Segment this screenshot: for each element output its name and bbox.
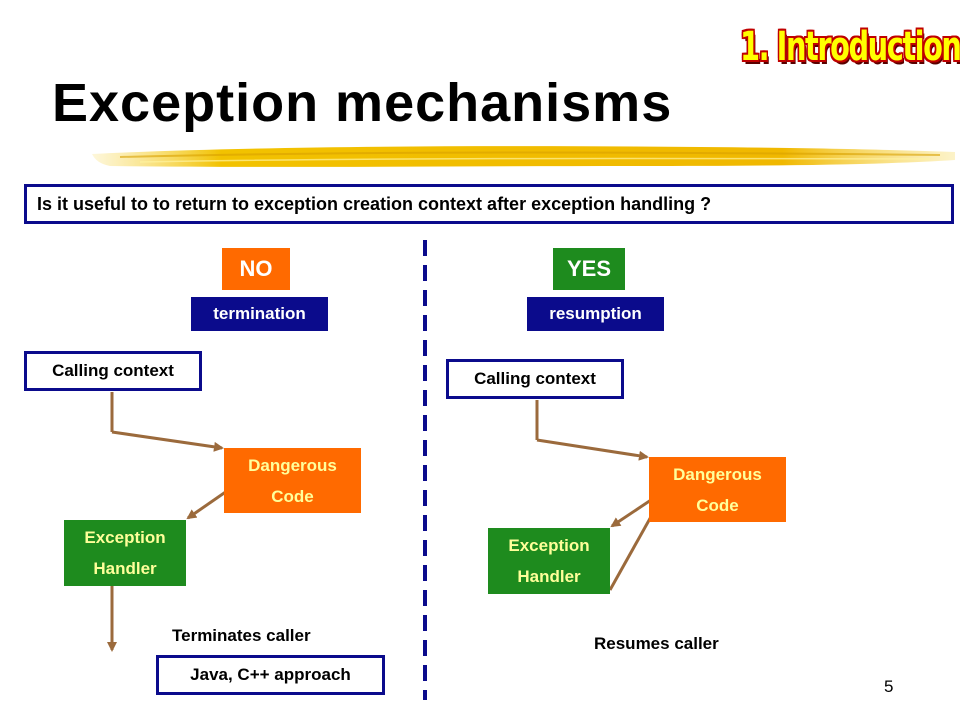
left-exception-handler-box: Exception Handler xyxy=(64,520,186,586)
left-handler-line1: Exception xyxy=(84,528,166,547)
right-dangerous-line1: Dangerous xyxy=(673,464,762,484)
right-exception-handler-box: Exception Handler xyxy=(488,528,610,594)
right-calling-context-label: Calling context xyxy=(474,369,596,388)
left-dangerous-line2: Code xyxy=(271,486,314,506)
resumes-caller-caption: Resumes caller xyxy=(594,634,719,653)
left-handler-line2: Handler xyxy=(93,559,157,578)
right-handler-line1: Exception xyxy=(508,536,590,555)
section-tag: 1. Introduction xyxy=(740,24,960,70)
page-number: 5 xyxy=(884,677,894,696)
no-answer-badge: NO xyxy=(222,248,290,290)
approach-box: Java, C++ approach xyxy=(156,655,385,695)
right-dangerous-line2: Code xyxy=(696,495,739,515)
right-arrow-to-dangerous xyxy=(536,438,649,461)
left-calling-context-label: Calling context xyxy=(52,361,174,380)
right-handler-line2: Handler xyxy=(517,567,581,586)
yes-answer-badge: YES xyxy=(553,248,625,290)
question-box: Is it useful to to return to exception c… xyxy=(24,184,954,224)
right-dangerous-code-box: Dangerous Code xyxy=(649,457,786,522)
resumption-label: resumption xyxy=(527,297,664,331)
left-arrow-to-dangerous xyxy=(111,430,224,452)
left-dangerous-code-box: Dangerous Code xyxy=(224,448,361,513)
right-calling-context-box: Calling context xyxy=(446,359,624,399)
slide-title: Exception mechanisms xyxy=(52,73,673,133)
approach-label: Java, C++ approach xyxy=(190,665,351,684)
question-text: Is it useful to to return to exception c… xyxy=(37,193,712,214)
terminates-caller-caption: Terminates caller xyxy=(172,626,311,645)
left-dangerous-line1: Dangerous xyxy=(248,455,337,475)
termination-label: termination xyxy=(191,297,328,331)
left-calling-context-box: Calling context xyxy=(24,351,202,391)
